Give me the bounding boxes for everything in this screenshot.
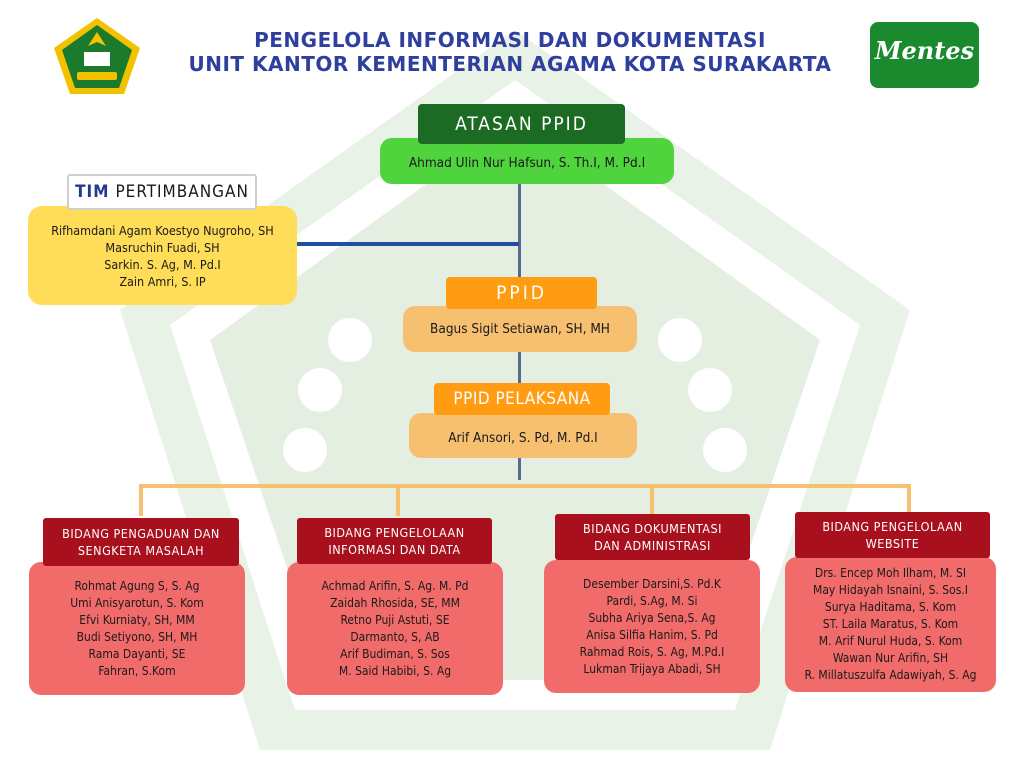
bidang-3-member: Anisa Silfia Hanim, S. Pd (586, 627, 718, 642)
bidang-4-title-box: BIDANG PENGELOLAAN WEBSITE (795, 512, 990, 558)
bidang-4-title-2: WEBSITE (865, 536, 920, 551)
bidang-4-member: Surya Haditama, S. Kom (824, 600, 957, 614)
bidang-4-member: May Hidayah Isnaini, S. Sos.I (813, 583, 968, 597)
bidang-drop-1 (139, 484, 143, 516)
ppid-name: Bagus Sigit Setiawan, SH, MH (430, 321, 610, 337)
page-title-line-2: UNIT KANTOR KEMENTERIAN AGAMA KOTA SURAK… (188, 52, 832, 76)
ppid-label: PPID (496, 282, 547, 304)
bidang-2-member: Darmanto, S, AB (350, 629, 440, 644)
tim-label-bold: TIM (75, 182, 110, 202)
bidang-2-title-box: BIDANG PENGELOLAAN INFORMASI DAN DATA (297, 518, 492, 564)
bidang-drop-4 (907, 484, 911, 512)
bidang-drop-2 (396, 484, 400, 516)
tim-member-2: Masruchin Fuadi, SH (105, 239, 220, 255)
bidang-4-members-box: Drs. Encep Moh Ilham, M. SI May Hidayah … (785, 557, 996, 692)
bidang-2-title-2: INFORMASI DAN DATA (328, 542, 461, 557)
bidang-3-title-2: DAN ADMINISTRASI (594, 538, 711, 553)
bidang-2-member: Zaidah Rhosida, SE, MM (330, 595, 460, 610)
bidang-2-member: Retno Puji Astuti, SE (340, 612, 450, 627)
tim-member-4: Zain Amri, S. IP (119, 273, 206, 289)
bidang-1-members-box: Rohmat Agung S, S. Ag Umi Anisyarotun, S… (29, 562, 245, 695)
tim-pertimbangan-members-box: Rifhamdani Agam Koestyo Nugroho, SH Masr… (28, 206, 297, 305)
bidang-2-title-1: BIDANG PENGELOLAAN (324, 525, 465, 540)
bidang-1-member: Rohmat Agung S, S. Ag (74, 578, 200, 593)
bidang-2-member: Arif Budiman, S. Sos (340, 646, 450, 661)
bidang-3-title-box: BIDANG DOKUMENTASI DAN ADMINISTRASI (555, 514, 750, 560)
tim-member-1: Rifhamdani Agam Koestyo Nugroho, SH (51, 222, 274, 238)
bidang-1-member: Umi Anisyarotun, S. Kom (70, 595, 204, 610)
atasan-ppid-label: ATASAN PPID (455, 113, 588, 135)
bidang-3-member: Desember Darsini,S. Pd.K (583, 576, 721, 591)
kementerian-agama-emblem-icon (54, 18, 140, 94)
bidang-1-title-2: SENGKETA MASALAH (77, 543, 205, 558)
bidang-drop-3 (650, 484, 654, 514)
mentes-logo-icon: Mentes (870, 22, 979, 88)
bidang-1-member: Budi Setiyono, SH, MH (76, 629, 198, 644)
ppid-label-box: PPID (446, 277, 597, 309)
bidang-1-member: Fahran, S.Kom (98, 663, 176, 678)
bidang-1-member: Efvi Kurniaty, SH, MM (79, 612, 195, 627)
bidang-4-title-1: BIDANG PENGELOLAAN (822, 519, 963, 534)
tim-member-3: Sarkin. S. Ag, M. Pd.I (104, 256, 221, 272)
bidang-4-member: M. Arif Nurul Huda, S. Kom (818, 634, 963, 648)
page-title-line-1: PENGELOLA INFORMASI DAN DOKUMENTASI (254, 28, 766, 52)
bidang-3-member: Pardi, S.Ag, M. Si (606, 593, 698, 608)
bidang-2-members-box: Achmad Arifin, S. Ag. M. Pd Zaidah Rhosi… (287, 562, 503, 695)
atasan-ppid-name-box: Ahmad Ulin Nur Hafsun, S. Th.I, M. Pd.I (380, 138, 674, 184)
tim-pertimbangan-label-box: TIM PERTIMBANGAN (67, 174, 257, 210)
bidang-4-member: Wawan Nur Arifin, SH (832, 651, 949, 665)
mentes-logo-text: Mentes (874, 36, 975, 65)
bidang-1-member: Rama Dayanti, SE (88, 646, 186, 661)
ppid-pelaksana-label: PPID PELAKSANA (453, 389, 591, 409)
tim-label-rest: PERTIMBANGAN (115, 182, 249, 202)
ppid-pelaksana-label-box: PPID PELAKSANA (434, 383, 610, 415)
bidang-1-title-1: BIDANG PENGADUAN DAN (62, 526, 220, 541)
bidang-2-member: Achmad Arifin, S. Ag. M. Pd (321, 578, 469, 593)
ppid-name-box: Bagus Sigit Setiawan, SH, MH (403, 306, 637, 352)
bidang-horizontal-line (139, 484, 911, 488)
bidang-3-title-1: BIDANG DOKUMENTASI (583, 521, 722, 536)
atasan-ppid-name: Ahmad Ulin Nur Hafsun, S. Th.I, M. Pd.I (408, 155, 646, 171)
bidang-2-member: M. Said Habibi, S. Ag (338, 663, 452, 678)
bidang-3-member: Rahmad Rois, S. Ag, M.Pd.I (579, 644, 725, 659)
bidang-4-member: R. Millatuszulfa Adawiyah, S. Ag (804, 668, 977, 682)
bidang-3-members-box: Desember Darsini,S. Pd.K Pardi, S.Ag, M.… (544, 560, 760, 693)
bidang-4-member: Drs. Encep Moh Ilham, M. SI (814, 566, 967, 580)
ppid-pelaksana-name: Arif Ansori, S. Pd, M. Pd.I (448, 429, 598, 446)
bidang-3-member: Lukman Trijaya Abadi, SH (583, 661, 721, 676)
bidang-1-title-box: BIDANG PENGADUAN DAN SENGKETA MASALAH (43, 518, 239, 566)
tim-connector-line (297, 242, 519, 246)
ppid-pelaksana-name-box: Arif Ansori, S. Pd, M. Pd.I (409, 413, 637, 458)
bidang-4-member: ST. Laila Maratus, S. Kom (822, 617, 959, 631)
bidang-3-member: Subha Ariya Sena,S. Ag (588, 610, 716, 625)
atasan-ppid-label-box: ATASAN PPID (418, 104, 625, 144)
